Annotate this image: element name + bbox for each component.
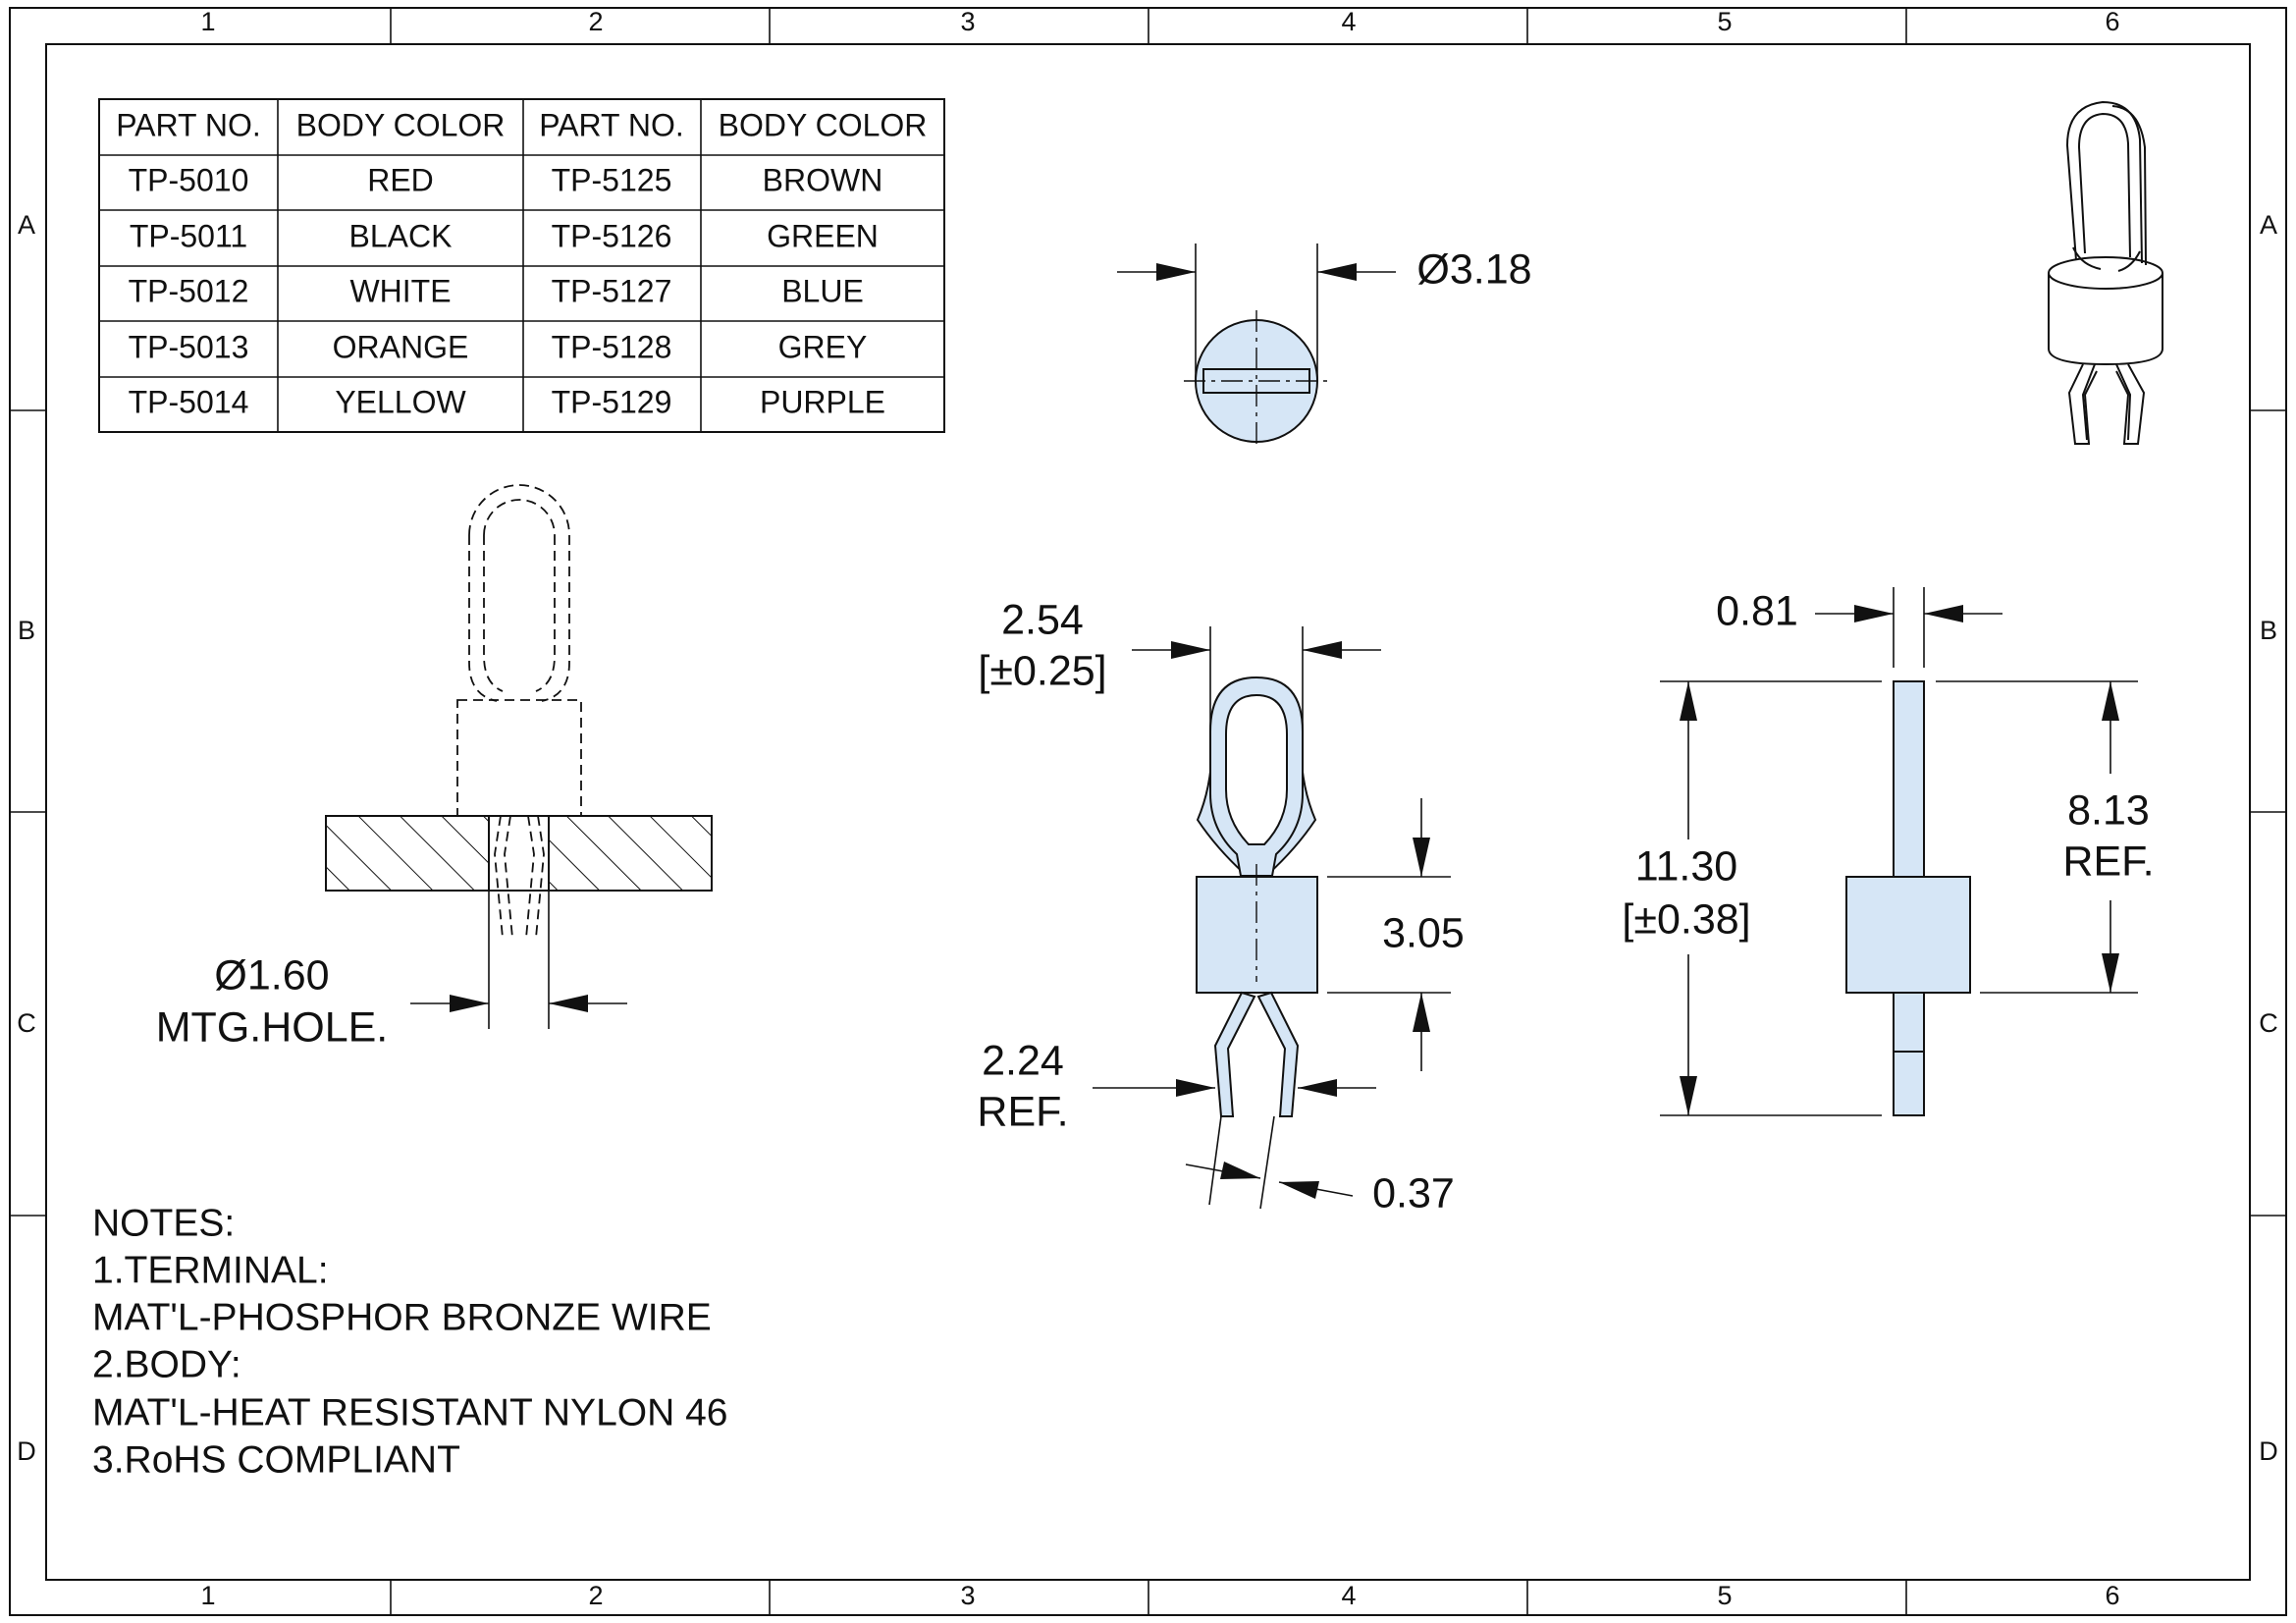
dim-leg-spread: 2.24 — [982, 1037, 1064, 1084]
dim-loop-width-tolerance: [±0.25] — [978, 647, 1106, 694]
zone-col-1-top: 1 — [200, 7, 215, 36]
table-header-part-no-1: PART NO. — [116, 107, 261, 142]
table-cell: PURPLE — [760, 384, 885, 419]
zone-col-3-bottom: 3 — [960, 1581, 975, 1610]
zone-col-1-bottom: 1 — [200, 1581, 215, 1610]
dim-mtg-hole-diameter: Ø1.60 — [214, 951, 329, 999]
side-view: 0.81 11.30 [±0.38] 8.13 REF. — [1622, 587, 2155, 1116]
table-cell: BLACK — [349, 218, 453, 253]
zone-col-5-top: 5 — [1717, 7, 1732, 36]
zone-row-d-left: D — [17, 1436, 36, 1466]
note-line: MAT'L-HEAT RESISTANT NYLON 46 — [92, 1391, 727, 1434]
table-row: TP-5013 ORANGE TP-5128 GREY — [129, 329, 868, 364]
note-line: 3.RoHS COMPLIANT — [92, 1438, 460, 1481]
zone-row-c-left: C — [17, 1008, 36, 1038]
table-header-body-color-1: BODY COLOR — [296, 107, 506, 142]
zone-row-c-right: C — [2259, 1008, 2278, 1038]
table-cell: BROWN — [763, 162, 883, 197]
dim-leg-spread-ref: REF. — [977, 1088, 1068, 1135]
isometric-view — [2048, 100, 2163, 445]
zone-col-3-top: 3 — [960, 7, 975, 36]
zone-col-4-bottom: 4 — [1341, 1581, 1356, 1610]
zone-col-6-bottom: 6 — [2105, 1581, 2119, 1610]
dim-top-diameter: Ø3.18 — [1416, 245, 1531, 293]
table-cell: TP-5011 — [130, 218, 247, 253]
table-cell: GREY — [778, 329, 868, 364]
table-cell: TP-5014 — [129, 384, 249, 419]
zone-row-b-left: B — [18, 616, 35, 645]
zone-row-b-right: B — [2260, 616, 2277, 645]
dim-loop-length: 8.13 — [2067, 786, 2150, 834]
table-cell: WHITE — [349, 273, 451, 308]
table-row: TP-5012 WHITE TP-5127 BLUE — [129, 273, 864, 308]
zone-col-2-top: 2 — [588, 7, 603, 36]
note-line: 2.BODY: — [92, 1343, 241, 1385]
table-cell: TP-5128 — [552, 329, 672, 364]
drawing-frame: 1 2 3 4 5 6 1 2 3 4 5 6 A B C D A B C D — [9, 7, 2287, 1616]
zone-col-4-top: 4 — [1341, 7, 1356, 36]
table-cell: TP-5127 — [552, 273, 672, 308]
mounting-view: Ø1.60 MTG.HOLE. — [156, 484, 713, 1051]
zone-row-d-right: D — [2259, 1436, 2278, 1466]
table-cell: RED — [367, 162, 434, 197]
zone-col-2-bottom: 2 — [588, 1581, 603, 1610]
zone-col-6-top: 6 — [2105, 7, 2119, 36]
zone-col-5-bottom: 5 — [1717, 1581, 1732, 1610]
dim-overall-length: 11.30 — [1635, 842, 1737, 890]
dim-wire-diameter: 0.37 — [1372, 1169, 1455, 1217]
table-row: TP-5010 RED TP-5125 BROWN — [129, 162, 883, 197]
table-cell: TP-5010 — [129, 162, 249, 197]
notes-title: NOTES: — [92, 1202, 235, 1244]
front-view: 2.54 [±0.25] 3.05 2.24 REF. 0.37 — [977, 596, 1464, 1217]
table-cell: GREEN — [767, 218, 879, 253]
table-cell: TP-5125 — [552, 162, 672, 197]
table-cell: TP-5013 — [129, 329, 249, 364]
zone-row-a-left: A — [18, 210, 35, 240]
table-header-body-color-2: BODY COLOR — [719, 107, 928, 142]
dim-body-height: 3.05 — [1382, 909, 1465, 956]
table-cell: TP-5012 — [129, 273, 249, 308]
dim-loop-width: 2.54 — [1001, 596, 1084, 643]
table-header-part-no-2: PART NO. — [539, 107, 684, 142]
dim-mtg-hole-label: MTG.HOLE. — [156, 1003, 389, 1051]
dim-wire-width: 0.81 — [1716, 587, 1798, 634]
part-color-table: PART NO. BODY COLOR PART NO. BODY COLOR … — [98, 98, 945, 433]
dim-overall-length-tolerance: [±0.38] — [1622, 895, 1750, 943]
dim-loop-length-ref: REF. — [2062, 838, 2154, 885]
table-row: TP-5014 YELLOW TP-5129 PURPLE — [129, 384, 885, 419]
table-cell: YELLOW — [335, 384, 466, 419]
table-cell: BLUE — [781, 273, 864, 308]
top-view: Ø3.18 — [1117, 243, 1532, 446]
table-cell: ORANGE — [333, 329, 469, 364]
note-line: 1.TERMINAL: — [92, 1249, 329, 1291]
table-cell: TP-5126 — [552, 218, 672, 253]
notes-block: NOTES: 1.TERMINAL: MAT'L-PHOSPHOR BRONZE… — [92, 1202, 727, 1481]
note-line: MAT'L-PHOSPHOR BRONZE WIRE — [92, 1296, 712, 1338]
table-cell: TP-5129 — [552, 384, 672, 419]
table-row: TP-5011 BLACK TP-5126 GREEN — [130, 218, 879, 253]
zone-row-a-right: A — [2260, 210, 2277, 240]
